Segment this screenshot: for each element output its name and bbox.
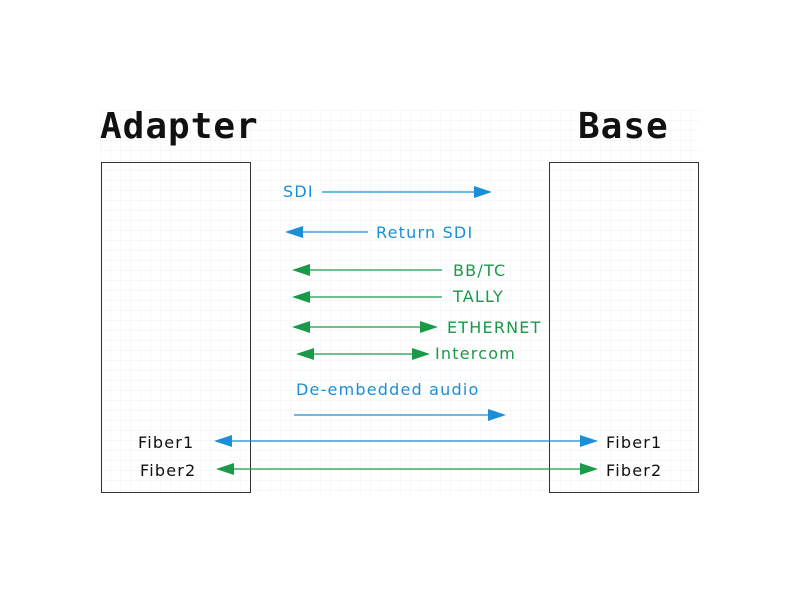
tally-arrowhead-icon [292,291,310,303]
adapter-title: Adapter [100,106,259,147]
bbtc-arrowhead-icon [292,264,310,276]
fiber2-arrowhead-left-icon [216,463,234,475]
fiber2-left-label: Fiber2 [140,461,196,480]
signal-label-intercom: Intercom [435,344,516,363]
signal-label-sdi: SDI [283,182,314,201]
base-title: Base [578,106,669,147]
intercom-arrowhead-left-icon [296,348,314,360]
background-grid [100,110,700,495]
signal-label-bbtc: BB/TC [453,261,506,280]
intercom-arrowhead-right-icon [412,348,430,360]
fiber1-left-label: Fiber1 [138,433,194,452]
signal-label-tally: TALLY [452,287,504,306]
sdi-arrowhead-icon [474,186,492,198]
fiber1-right-label: Fiber1 [606,433,662,452]
signal-label-return-sdi: Return SDI [376,223,473,242]
signal-label-ethernet: ETHERNET [447,318,542,337]
adapter-box [101,162,251,493]
return-sdi-arrowhead-icon [285,226,303,238]
ethernet-arrowhead-right-icon [420,321,438,333]
fiber1-arrowhead-left-icon [214,435,232,447]
fiber2-right-label: Fiber2 [606,461,662,480]
audio-arrowhead-icon [488,409,506,421]
fiber1-arrowhead-right-icon [580,435,598,447]
signal-label-de-embedded-audio: De-embedded audio [296,380,480,399]
ethernet-arrowhead-left-icon [292,321,310,333]
base-box [549,162,699,493]
fiber2-arrowhead-right-icon [580,463,598,475]
